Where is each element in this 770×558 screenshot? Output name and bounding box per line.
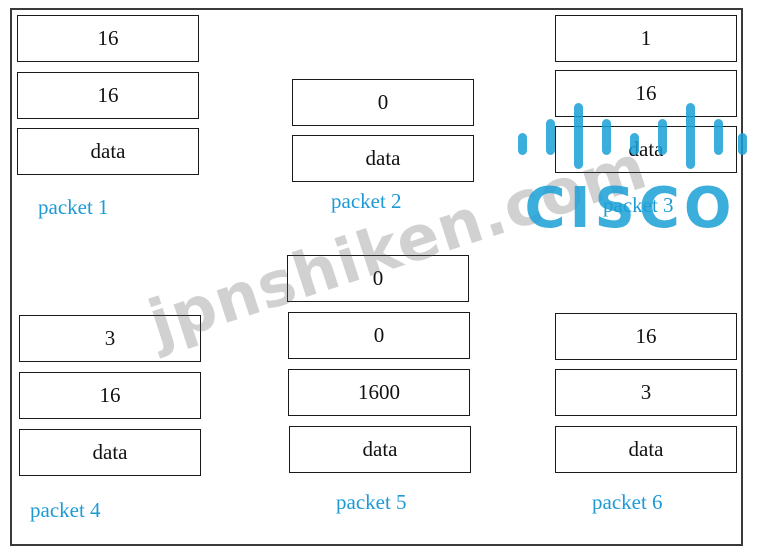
packet-4-field-1: 3 — [19, 315, 201, 362]
packet-6-field-1: 16 — [555, 313, 737, 360]
packet-1-label: packet 1 — [38, 195, 109, 219]
packet-3-label: packet 3 — [603, 193, 674, 217]
packet-5-field-1: 0 — [287, 255, 469, 302]
packet-6-label: packet 6 — [592, 490, 663, 514]
packet-1-field-3: data — [17, 128, 199, 175]
packet-2-field-1: 0 — [292, 79, 474, 126]
packet-6-field-2: 3 — [555, 369, 737, 416]
packet-5-field-2: 0 — [288, 312, 470, 359]
packet-4-field-2: 16 — [19, 372, 201, 419]
packet-1-field-1: 16 — [17, 15, 199, 62]
packet-5-field-4: data — [289, 426, 471, 473]
packet-1-field-2: 16 — [17, 72, 199, 119]
packet-2-field-2: data — [292, 135, 474, 182]
packet-6-field-3: data — [555, 426, 737, 473]
packet-3-field-3: data — [555, 126, 737, 173]
packet-4-label: packet 4 — [30, 498, 101, 522]
packet-2-label: packet 2 — [331, 189, 402, 213]
packet-3-field-2: 16 — [555, 70, 737, 117]
packet-4-field-3: data — [19, 429, 201, 476]
packet-5-label: packet 5 — [336, 490, 407, 514]
svg-text:CISCO: CISCO — [525, 176, 736, 235]
packet-3-field-1: 1 — [555, 15, 737, 62]
cisco-logo: CISCO — [518, 103, 747, 235]
packet-5-field-3: 1600 — [288, 369, 470, 416]
